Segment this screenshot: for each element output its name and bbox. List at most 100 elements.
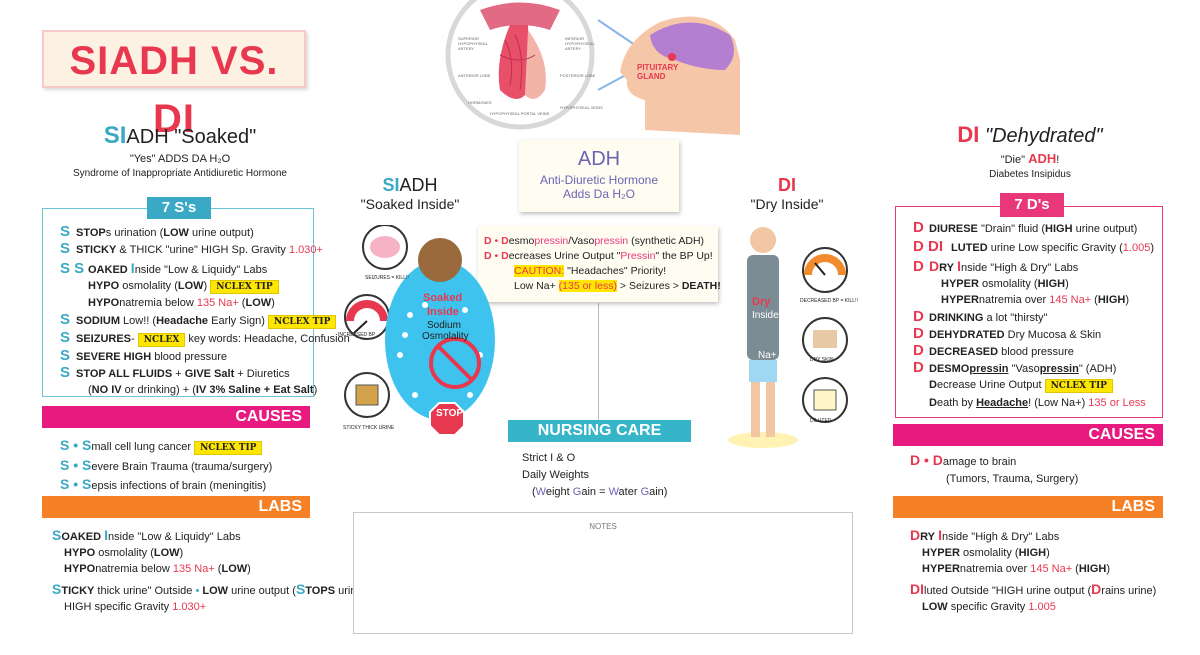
siadh-center-label: SIADH "Soaked Inside" [350,175,470,212]
adh-line2: Adds Da H₂O [562,187,636,201]
pituitary-label: ANTERIOR LOBE [458,73,491,78]
nursing-care-list: Strict I & O Daily Weights (Weight Gain … [522,450,667,501]
siadh-mnemonic: "Yes" ADDS DA H₂O [129,153,231,165]
pituitary-label: INFERIOR HYPOPHYSEAL ARTERY [565,36,595,51]
figure-label: Soaked [423,292,463,304]
figure-label: DILUTED [810,418,832,424]
di-header: DI "Dehydrated" "Die" ADH! Diabetes Insi… [895,122,1165,180]
siadh-prefix: SI [103,122,127,149]
list-item: (Tumors, Trauma, Surgery) [946,473,1079,485]
siadh-header: SIADH "Soaked" "Yes" ADDS DA H₂O Syndrom… [40,122,320,179]
siadh-labs-bar: LABS [42,496,310,518]
seven-d-title: 7 D's [1000,193,1064,217]
list-item: DRY Inside "High & Dry" Labs [910,527,1060,543]
list-item: S • Small cell lung cancer NCLEX TIP [60,437,272,457]
no-fluid-icon [429,337,481,389]
di-prefix: DI [957,122,980,147]
pituitary-label: HYPOPHYSEAL VEINS [560,105,603,110]
bp-gauge-icon [346,300,388,322]
di-mnemonic: "Die" ADH! [1000,151,1060,166]
notes-area[interactable]: NOTES [353,512,853,634]
figure-label: Inside [752,310,779,321]
figure-label: INCREASED BP [338,332,376,338]
di-full-name: Diabetes Insipidus [989,169,1071,180]
adh-line1: Anti-Diuretic Hormone [539,173,659,187]
figure-label: SEIZURES = KILL!! [365,275,409,281]
adh-box: ADH Anti-Diuretic Hormone Adds Da H₂O [519,140,679,212]
di-causes-list: D • Damage to brain (Tumors, Trauma, Sur… [910,452,1078,488]
figure-label: Osmolality [422,331,469,342]
list-item: SOAKED Inside "Low & Liquidy" Labs [52,527,241,543]
adh-info-line: CAUTION: "Headaches" Priority! [514,265,667,277]
siadh-heading: ADH "Soaked" [126,126,257,148]
siadh-center-sub: "Soaked Inside" [360,196,460,212]
adh-title: ADH [577,148,621,170]
list-item: Daily Weights [522,469,590,481]
siadh-causes-bar: CAUSES [42,406,310,428]
di-figure [728,227,848,448]
list-item: HYPER osmolality (HIGH) [941,278,1069,290]
diluted-cup-icon [813,389,837,411]
list-item: S • Sepsis infections of brain (meningit… [60,476,267,492]
body-shape [385,260,495,420]
pituitary-label: HORMONES [468,100,492,105]
adh-info-line: D • Desmopressin/Vasopressin (synthetic … [484,235,705,247]
list-item: D • Damage to brain [910,452,1017,468]
list-item: (Weight Gain = Water Gain) [532,486,668,498]
vessel-lines [499,34,536,91]
shorts-shape [749,360,777,382]
center-divider [598,303,599,421]
di-heading: "Dehydrated" [984,125,1103,147]
seven-s-title: 7 S's [147,197,211,219]
figure-label: Dry [752,296,771,308]
di-labs-list: DRY Inside "High & Dry" Labs HYPER osmol… [910,527,1156,615]
body-shape [747,255,779,360]
list-item: HYPO osmolality (LOW) [64,547,184,559]
posterior-lobe-shape [525,30,546,99]
stop-label: STOP [436,408,464,419]
adh-info-line: Low Na+ (135 or less) > Seizures > DEATH… [514,280,721,292]
di-center-sub: "Dry Inside" [750,196,824,212]
pituitary-label: HYPOPHYSEAL PORTAL VEINS [490,111,550,116]
nclex-tip-badge: NCLEX TIP [210,280,279,294]
siadh-full-name: Syndrome of Inappropriate Antidiuretic H… [72,168,287,179]
list-item: HYPERnatremia over 145 Na+ (HIGH) [922,563,1111,575]
pituitary-label: SUPERIOR HYPOPHYSEAL ARTERY [458,36,488,51]
list-item: Death by Headache! (Low Na+) 135 or Less [929,397,1146,409]
siadh-figure [344,225,495,436]
stop-sign-icon [429,402,465,436]
list-item: S • Severe Brain Trauma (trauma/surgery) [60,457,273,473]
pituitary-label: POSTERIOR LOBE [560,73,596,78]
adh-info-line: D • Decreases Urine Output "Pressin" the… [484,250,713,262]
head-shape [418,238,462,282]
figure-label: STICKY THICK URINE [343,425,395,431]
list-item: HIGH specific Gravity 1.030+ [64,601,207,613]
list-item: HYPOnatremia below 135 Na+ (LOW) [64,563,251,575]
figure-label: Inside [427,306,459,318]
notes-label: NOTES [589,522,617,531]
list-item: Decrease Urine Output NCLEX TIP [913,377,1154,394]
nclex-badge: NCLEX [137,333,186,347]
pituitary-dot [668,53,676,61]
list-item: STICKY thick urine" Outside • LOW urine … [52,581,367,597]
di-causes-bar: CAUSES [893,424,1163,446]
nursing-care-bar: NURSING CARE [508,420,691,442]
title-box: SIADH VS. DI [42,30,306,141]
hypothalamus-shape [480,2,560,30]
page-title: SIADH VS. DI [69,39,279,141]
list-item: HYPO osmolality (LOW) NCLEX TIP [60,278,350,295]
list-item: Strict I & O [522,452,576,464]
puddle-shape [728,432,798,448]
